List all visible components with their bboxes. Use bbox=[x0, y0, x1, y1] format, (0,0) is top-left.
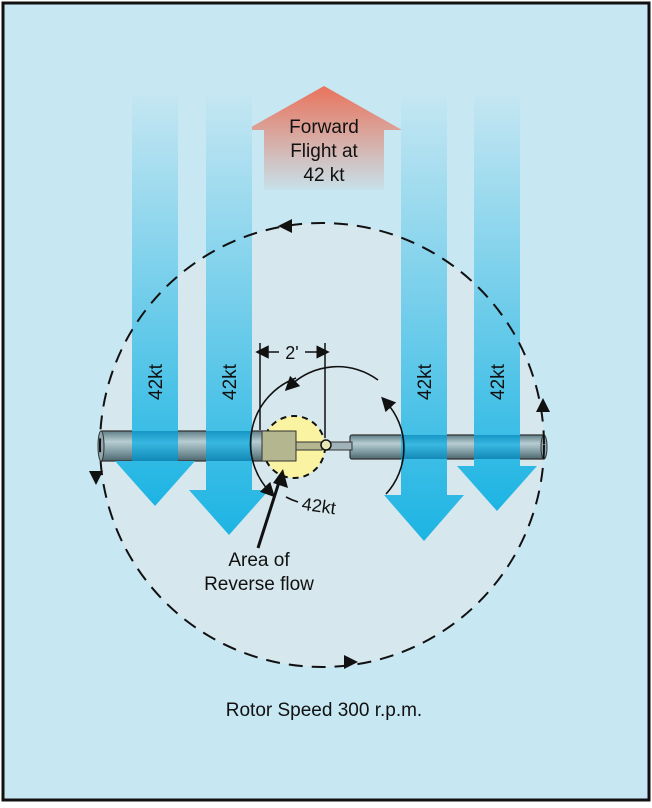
rotation-arrowhead-right bbox=[536, 398, 550, 412]
reverse-flow-leader bbox=[256, 478, 282, 549]
rotation-arrowhead-top bbox=[278, 219, 292, 233]
inner-speed-label: 42kt bbox=[301, 494, 337, 519]
downwash-arrow-3: 42kt bbox=[384, 96, 464, 541]
dimension-label: 2' bbox=[285, 343, 298, 363]
rotor-tip-path bbox=[99, 222, 545, 668]
rotor-hub bbox=[320, 439, 332, 451]
forward-flight-line1: Forward bbox=[289, 117, 359, 138]
inner-rotation-arrow-top bbox=[284, 365, 379, 392]
reverse-flow-label-line1: Area of bbox=[228, 550, 290, 571]
dimension-marker: 2' bbox=[255, 342, 330, 438]
forward-flight-line2: Flight at bbox=[290, 141, 358, 162]
reverse-flow-label-line2: Reverse flow bbox=[204, 574, 314, 595]
inner-rotation-arrow-left bbox=[249, 377, 297, 498]
arrow-speed-label: 42kt bbox=[415, 363, 436, 400]
reverse-flow-leader-head bbox=[273, 469, 288, 488]
inner-rotation-arrow-right bbox=[381, 396, 405, 495]
rotation-arrowhead-left bbox=[89, 471, 103, 485]
downwash-arrow-1: 42kt bbox=[115, 96, 195, 506]
rotor-speed-label: Rotor Speed 300 r.p.m. bbox=[226, 700, 422, 721]
arrow-speed-label: 42kt bbox=[488, 363, 509, 400]
arrow-speed-label: 42kt bbox=[146, 363, 167, 400]
downwash-arrow-2: 42kt bbox=[189, 96, 269, 535]
forward-flight-arrow bbox=[246, 86, 402, 190]
inner-rotation-arc-bottom bbox=[285, 496, 299, 503]
downwash-arrow-4: 42kt bbox=[457, 96, 537, 511]
rotation-arrowhead-bottom bbox=[344, 655, 358, 669]
arrow-speed-label: 42kt bbox=[220, 363, 241, 400]
forward-flight-line3: 42 kt bbox=[303, 165, 345, 186]
hub-arm bbox=[295, 441, 323, 451]
hub-block bbox=[261, 430, 297, 462]
